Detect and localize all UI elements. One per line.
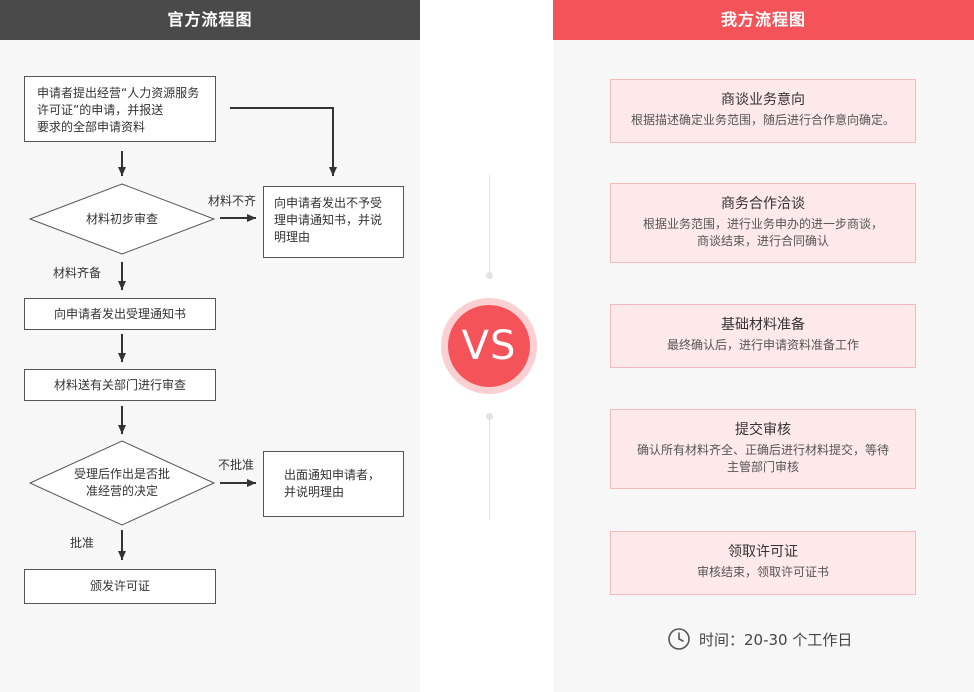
label-incomplete: 材料不齐 bbox=[208, 194, 257, 208]
node-reject-notice: 向申请者发出不予受 理申请通知书，并说 明理由 bbox=[263, 186, 404, 258]
vs-divider-dot-top bbox=[486, 272, 493, 279]
step-title: 基础材料准备 bbox=[721, 317, 805, 333]
node-issue-license: 颁发许可证 bbox=[24, 569, 216, 604]
node-dept-review: 材料送有关部门进行审查 bbox=[24, 369, 216, 401]
node-decision: 受理后作出是否批 准经营的决定 bbox=[73, 467, 170, 498]
label-complete: 材料齐备 bbox=[53, 266, 102, 280]
node-apply: 申请者提出经营“人力资源服务 许可证”的申请，并报送 要求的全部申请资料 bbox=[24, 76, 216, 142]
label-approved: 批准 bbox=[70, 536, 95, 550]
step-desc: 审核结束，领取许可证书 bbox=[696, 565, 829, 579]
node-initial-review: 材料初步审查 bbox=[85, 211, 158, 226]
official-flow-header: 官方流程图 bbox=[0, 0, 420, 40]
vs-divider-top bbox=[489, 175, 490, 275]
step-title: 领取许可证 bbox=[728, 544, 798, 560]
step-card: 基础材料准备 最终确认后，进行申请资料准备工作 bbox=[610, 304, 916, 368]
clock-icon bbox=[668, 628, 690, 650]
vs-divider-bottom bbox=[489, 418, 490, 520]
node-deny-notice: 出面通知申请者， 并说明理由 bbox=[263, 451, 404, 517]
step-desc: 确认所有材料齐全、正确后进行材料提交，等待 主管部门审核 bbox=[636, 443, 889, 474]
step-desc: 根据业务范围，进行业务申办的进一步商谈， 商谈结束，进行合同确认 bbox=[642, 217, 883, 248]
our-flow-header: 我方流程图 bbox=[553, 0, 974, 40]
step-card: 领取许可证 审核结束，领取许可证书 bbox=[610, 531, 916, 595]
step-title: 提交审核 bbox=[735, 422, 791, 438]
decision-diamond bbox=[28, 440, 216, 526]
vs-badge: VS bbox=[448, 305, 530, 387]
step-card: 商谈业务意向 根据描述确定业务范围，随后进行合作意向确定。 bbox=[610, 79, 916, 143]
initial-review-diamond bbox=[28, 183, 216, 255]
node-accept-notice: 向申请者发出受理通知书 bbox=[24, 298, 216, 330]
step-title: 商务合作洽谈 bbox=[721, 196, 805, 212]
step-title: 商谈业务意向 bbox=[721, 92, 805, 108]
step-desc: 最终确认后，进行申请资料准备工作 bbox=[666, 338, 859, 352]
duration-text: 时间：20-30 个工作日 bbox=[699, 630, 853, 649]
label-not-approved: 不批准 bbox=[218, 458, 255, 472]
step-card: 商务合作洽谈 根据业务范围，进行业务申办的进一步商谈， 商谈结束，进行合同确认 bbox=[610, 183, 916, 263]
duration-row: 时间：20-30 个工作日 bbox=[667, 627, 852, 651]
vs-divider-dot-bottom bbox=[486, 413, 493, 420]
arrow-apply-to-reject bbox=[230, 107, 337, 176]
step-desc: 根据描述确定业务范围，随后进行合作意向确定。 bbox=[630, 113, 895, 127]
step-card: 提交审核 确认所有材料齐全、正确后进行材料提交，等待 主管部门审核 bbox=[610, 409, 916, 489]
